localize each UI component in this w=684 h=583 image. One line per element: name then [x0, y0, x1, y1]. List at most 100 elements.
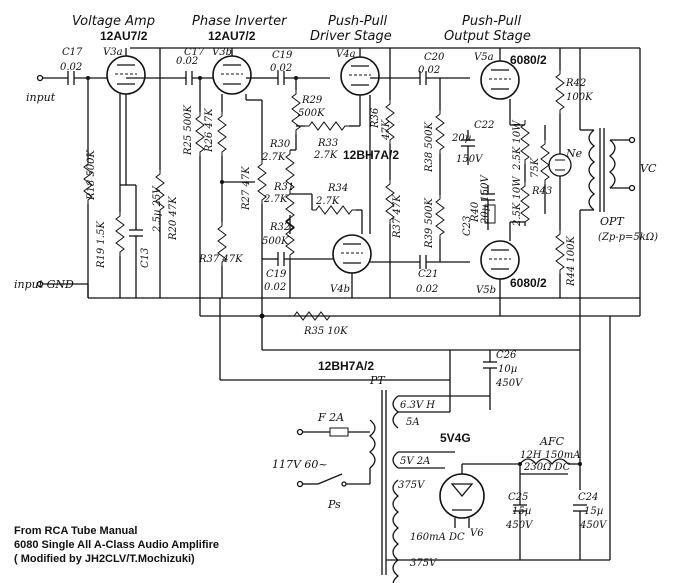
tube-type-rectifier: 5V4G	[440, 431, 471, 445]
ps-label: Ps	[327, 498, 341, 511]
r27-label: R27 47K	[241, 166, 252, 211]
r38-label: R38 500K	[424, 121, 435, 173]
tube-type-output-top: 6080/2	[510, 53, 547, 67]
r37-label: R37 47K	[198, 254, 243, 265]
fuse	[329, 427, 349, 437]
c20-value: 0.02	[418, 65, 440, 76]
header-voltage-amp: Voltage Amp	[72, 14, 155, 29]
r34-label: R34	[327, 183, 348, 194]
r35-label: R35 10K	[303, 326, 348, 337]
ma160-label: 160mA DC	[410, 532, 465, 543]
vc-label: VC	[640, 162, 657, 175]
c22-label: C22	[474, 120, 494, 131]
c26-label: C26	[496, 350, 517, 361]
resistor-r39	[435, 194, 445, 240]
opt-label: OPT	[600, 215, 625, 228]
c24-voltage: 450V	[579, 520, 608, 531]
r44-label: R44 100K	[566, 235, 577, 287]
mains-terminal-1[interactable]	[296, 428, 304, 436]
vc-terminal-gnd[interactable]	[628, 184, 636, 192]
afc-choke	[519, 458, 569, 466]
pt-5v-winding	[392, 451, 399, 469]
r43-label: R43	[531, 186, 552, 197]
tube-v5b	[480, 240, 520, 280]
credit-line3: ( Modified by JH2CLV/T.Mochizuki)	[14, 553, 195, 565]
cap-c19-lower	[277, 251, 285, 267]
v4b-ref: V4b	[330, 284, 350, 295]
tube-v5a	[480, 60, 520, 100]
power-switch[interactable]	[341, 481, 347, 487]
c19-upper-value: 0.02	[270, 63, 292, 74]
r29-label: R29	[301, 95, 323, 106]
v5a-ref: V5a	[474, 52, 494, 63]
header-phase-inverter: Phase Inverter	[192, 14, 288, 29]
cap-c26	[482, 361, 498, 369]
a5-label: 5A	[406, 417, 420, 428]
pt-label: PT	[369, 374, 386, 387]
h63-label: 6.3V H	[400, 400, 435, 411]
credit-line1: From RCA Tube Manual	[14, 525, 137, 537]
opt-primary	[588, 129, 596, 211]
r26-label: R26 47K	[204, 108, 215, 153]
c21-value: 0.02	[416, 284, 438, 295]
header-output-2: Output Stage	[444, 29, 531, 44]
cap-c17-pi	[185, 70, 193, 86]
afc-dc: 230Ω DC	[523, 462, 571, 473]
c23-label: C23	[462, 216, 473, 236]
cap-c13	[128, 229, 144, 237]
r41-label: 2.5K 10W	[512, 120, 523, 171]
c25-label: C25	[508, 492, 528, 503]
r36-label: R36	[370, 107, 381, 129]
ne-label: Ne	[565, 147, 583, 160]
r34-value: 2.7K	[315, 196, 340, 207]
c24-label: C24	[578, 492, 598, 503]
resistor-r43	[540, 139, 550, 185]
opt-impedance: (Zp-p=5kΩ)	[598, 232, 658, 243]
r36-value: 47K	[381, 119, 392, 141]
r41b-label: 2.5K 10W	[512, 176, 523, 227]
resistor-r38	[435, 109, 445, 155]
v375b-label: 375V	[410, 558, 438, 569]
mains-terminal-2[interactable]	[296, 480, 304, 488]
c17-pi-value: 0.02	[176, 56, 198, 67]
v5b-ref: V5b	[476, 285, 496, 296]
tube-type-v3a: 12AU7/2	[100, 29, 148, 43]
c24-value: 15µ	[584, 506, 603, 517]
c21-label: C21	[418, 269, 438, 280]
pt-heater-winding	[392, 395, 400, 429]
r32-value: 500K	[262, 236, 289, 247]
v3a-ref: V3a	[103, 47, 123, 58]
resistor-r40	[484, 204, 496, 224]
pt-primary	[368, 419, 376, 469]
c26-voltage: 450V	[495, 378, 524, 389]
c25-voltage: 450V	[505, 520, 534, 531]
r42-label: R42	[565, 78, 586, 89]
r18-label: R18 500K	[86, 149, 97, 201]
c17-input-label: C17	[62, 47, 83, 58]
r32-label: R32	[269, 222, 290, 233]
r29-value: 500K	[298, 108, 325, 119]
r37b-label: R37 47K	[392, 194, 403, 239]
v5-2a-label: 5V 2A	[400, 456, 430, 467]
c19-lower-label: C19	[266, 269, 287, 280]
tube-type-output-bottom: 6080/2	[510, 276, 547, 290]
vc-terminal-hot[interactable]	[628, 136, 636, 144]
c19-lower-value: 0.02	[264, 282, 286, 293]
v6-ref: V6	[470, 528, 484, 539]
resistor-r19	[115, 211, 125, 257]
input-terminal[interactable]	[36, 74, 44, 82]
c26-value: 10µ	[498, 364, 517, 375]
tube-type-driver: 12BH7A/2	[343, 148, 399, 162]
c13-label: C13	[140, 248, 151, 268]
resistor-r34	[311, 205, 357, 215]
c13-value: 2.5µ 25V	[152, 185, 163, 233]
r20-label: R20 47K	[168, 196, 179, 241]
resistor-r26	[217, 111, 227, 157]
tube-v4b	[332, 234, 372, 274]
credit-line2: 6080 Single All A-Class Audio Amplifire	[14, 539, 219, 551]
v4a-ref: V4a	[336, 49, 356, 60]
r33-label: R33	[317, 138, 338, 149]
c23-value: 20µ 150V	[480, 174, 491, 225]
v375a-label: 375V	[398, 480, 426, 491]
